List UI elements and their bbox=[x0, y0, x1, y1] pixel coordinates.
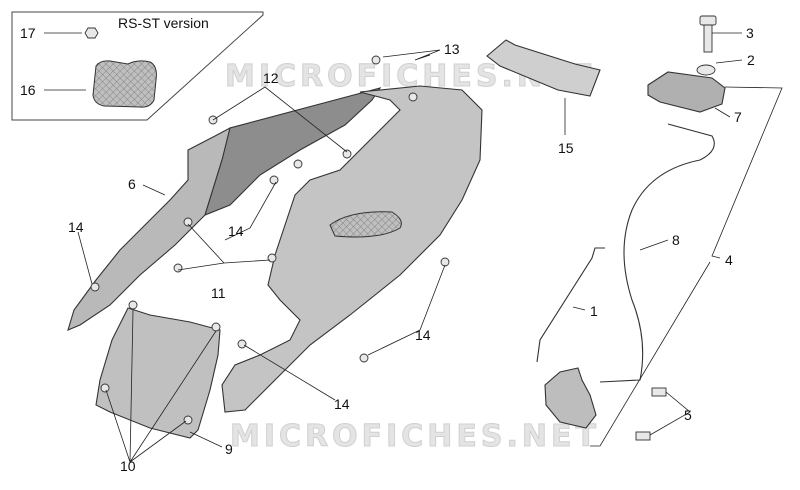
fastener-set bbox=[90, 55, 450, 425]
release-rod-part bbox=[536, 247, 605, 363]
callout-1: 1 bbox=[590, 303, 598, 319]
lower-panel-part bbox=[95, 307, 221, 439]
callout-10: 10 bbox=[120, 458, 136, 474]
callout-16: 16 bbox=[20, 82, 36, 98]
mesh-pad-part bbox=[92, 60, 157, 108]
screw-icon bbox=[371, 55, 381, 65]
screw-icon bbox=[211, 322, 221, 332]
screw-icon bbox=[183, 415, 193, 425]
callout-11: 11 bbox=[211, 285, 226, 301]
screw-icon bbox=[342, 149, 352, 159]
callout-12: 12 bbox=[263, 70, 279, 86]
screw-icon bbox=[703, 21, 713, 53]
inset-frame bbox=[11, 11, 264, 121]
screw-icon bbox=[269, 175, 279, 185]
callout-5: 5 bbox=[684, 407, 692, 423]
callout-14-right: 14 bbox=[415, 327, 431, 343]
callout-17: 17 bbox=[20, 25, 36, 41]
screw-icon bbox=[128, 300, 138, 310]
screw-icon bbox=[237, 339, 247, 349]
screw-icon bbox=[100, 383, 110, 393]
seat-lock-part bbox=[544, 367, 597, 429]
screw-icon bbox=[90, 282, 100, 292]
screw-icon bbox=[183, 217, 193, 227]
tail-fairing-part bbox=[221, 85, 483, 413]
screw-icon bbox=[440, 257, 450, 267]
callout-14-left: 14 bbox=[68, 219, 84, 235]
vent-grille bbox=[329, 211, 402, 238]
callout-14-bottom: 14 bbox=[334, 396, 350, 412]
nut-icon bbox=[84, 27, 99, 39]
screw-icon bbox=[359, 353, 369, 363]
callout-13: 13 bbox=[444, 41, 460, 57]
callout-6: 6 bbox=[128, 176, 136, 192]
bolt-icon bbox=[635, 431, 651, 441]
callout-15: 15 bbox=[558, 140, 574, 156]
callout-4: 4 bbox=[725, 252, 733, 268]
callout-8: 8 bbox=[672, 232, 680, 248]
screw-icon bbox=[293, 159, 303, 169]
callout-2: 2 bbox=[747, 52, 755, 68]
bolt-icon bbox=[651, 387, 667, 397]
washer-icon bbox=[696, 64, 716, 76]
leader-lines bbox=[44, 32, 783, 463]
callout-7: 7 bbox=[734, 109, 742, 125]
cover-plate-part bbox=[486, 39, 601, 97]
tail-side-panel-part bbox=[67, 87, 382, 331]
callout-3: 3 bbox=[746, 25, 754, 41]
screw-icon bbox=[267, 253, 277, 263]
rs-st-inset: RS-ST version bbox=[11, 11, 264, 121]
callout-9: 9 bbox=[225, 441, 233, 457]
watermark-bottom: MICROFICHES.NET bbox=[230, 419, 600, 454]
inset-title: RS-ST version bbox=[118, 15, 209, 31]
release-cable-part bbox=[599, 123, 715, 383]
screw-head-icon bbox=[699, 15, 717, 26]
screw-icon bbox=[173, 263, 183, 273]
seat-lock-bracket-part bbox=[647, 15, 726, 113]
callout-14-mid: 14 bbox=[228, 223, 244, 239]
screw-icon bbox=[408, 92, 418, 102]
